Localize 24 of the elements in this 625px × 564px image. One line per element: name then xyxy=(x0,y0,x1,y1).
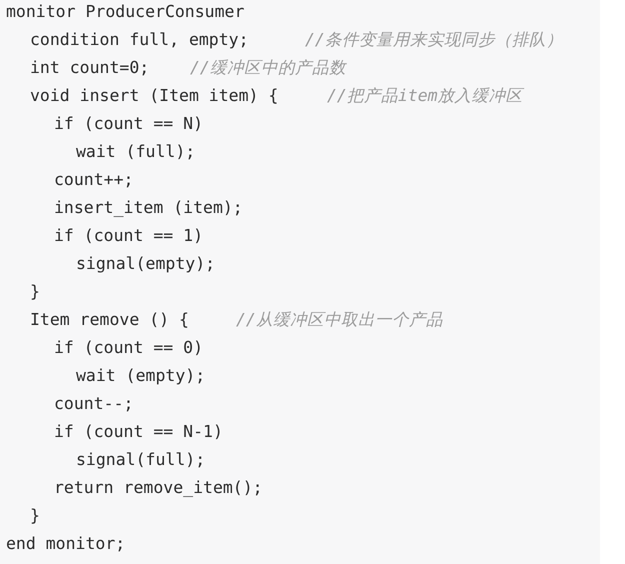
code-line: count--; xyxy=(54,393,134,415)
code-line: } xyxy=(30,505,40,527)
code-line: Item remove () { xyxy=(30,309,189,331)
code-line: int count=0; xyxy=(30,57,150,79)
code-line: if (count == N-1) xyxy=(54,421,223,443)
code-line: } xyxy=(30,281,40,303)
code-line: insert_item (item); xyxy=(54,197,243,219)
code-line: if (count == 0) xyxy=(54,337,204,359)
code-comment: //把产品item放入缓冲区 xyxy=(327,85,523,107)
code-line: if (count == 1) xyxy=(54,225,204,247)
code-line: end monitor; xyxy=(6,533,126,555)
code-line: wait (full); xyxy=(76,141,196,163)
code-line: count++; xyxy=(54,169,134,191)
code-line: return remove_item(); xyxy=(54,477,263,499)
code-line: signal(empty); xyxy=(76,253,216,275)
code-line: wait (empty); xyxy=(76,365,206,387)
code-line: if (count == N) xyxy=(54,113,204,135)
code-line: condition full, empty; xyxy=(30,29,249,51)
code-line: void insert (Item item) { xyxy=(30,85,278,107)
code-comment: //条件变量用来实现同步（排队） xyxy=(305,29,563,51)
code-comment: //缓冲区中的产品数 xyxy=(190,57,346,79)
code-line: signal(full); xyxy=(76,449,206,471)
code-comment: //从缓冲区中取出一个产品 xyxy=(236,309,443,331)
code-line: monitor ProducerConsumer xyxy=(6,1,244,23)
